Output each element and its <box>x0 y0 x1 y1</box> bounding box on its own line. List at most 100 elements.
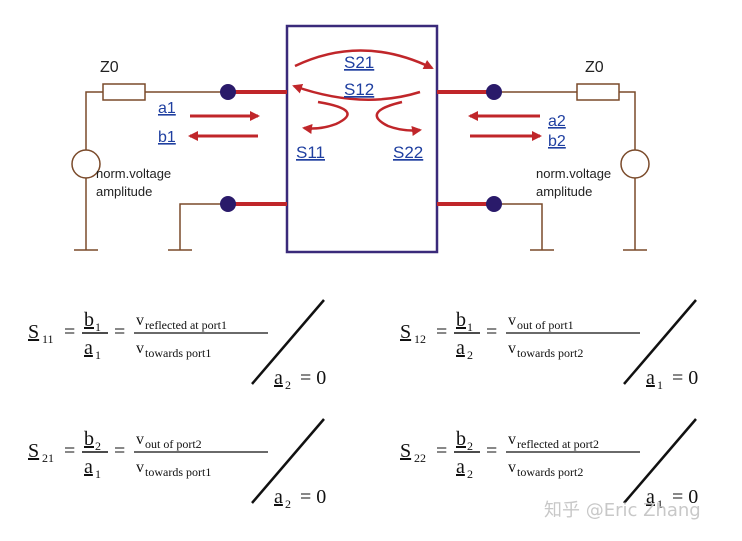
equation-condition-value: = 0 <box>300 367 326 389</box>
equation-voltage-numerator: v <box>136 312 144 329</box>
equation-voltage-denominator-subscript: towards port1 <box>145 346 211 360</box>
equation-equals-1: = <box>436 321 447 343</box>
left-port-bottom-terminal <box>220 196 236 212</box>
equation-voltage-denominator-subscript: towards port1 <box>145 465 211 479</box>
equation-evaluation-slash <box>623 299 697 385</box>
right-top-wire <box>619 91 636 150</box>
s12-transfer-arrow <box>292 83 421 101</box>
left-source-label-line2: amplitude <box>96 184 152 199</box>
equation-voltage-denominator-subscript: towards port2 <box>517 346 583 360</box>
equation-equals-1: = <box>64 321 75 343</box>
equation-numerator: b <box>456 428 466 450</box>
equation-equals-2: = <box>114 440 125 462</box>
equation-denominator: a <box>456 456 465 478</box>
left-top-wire <box>85 91 103 150</box>
equation-voltage-denominator: v <box>508 340 516 357</box>
equation-equals-2: = <box>486 440 497 462</box>
equation-denominator: a <box>84 456 93 478</box>
equation-condition-variable: a <box>646 367 655 389</box>
equation-condition-value: = 0 <box>300 486 326 508</box>
equation-lhs-symbol: S <box>400 440 411 462</box>
right-impedance-label: Z0 <box>585 59 604 76</box>
equation-voltage-numerator-subscript: out of port1 <box>517 318 574 332</box>
equation-voltage-denominator: v <box>136 340 144 357</box>
left-port-top-terminal <box>220 84 236 100</box>
right-ground-lower-wire <box>494 203 543 250</box>
right-port-lines <box>437 84 502 212</box>
equation-condition-value: = 0 <box>672 486 698 508</box>
equation-voltage-numerator-subscript: reflected at port1 <box>145 318 227 332</box>
s11-label: S11 <box>296 143 325 162</box>
wave-arrows <box>188 111 542 141</box>
left-impedance-label: Z0 <box>100 59 119 76</box>
equation-numerator: b <box>84 309 94 331</box>
a1-label: a1 <box>158 100 176 117</box>
equation-equals-1: = <box>64 440 75 462</box>
equation-lhs-subscript: 12 <box>414 332 426 346</box>
equation-voltage-denominator: v <box>508 459 516 476</box>
circuit: Z0 Z0 a1 b1 a2 b2 S21 S12 S11 S22 norm.v… <box>71 24 650 254</box>
equation-evaluation-slash <box>623 418 697 504</box>
s-parameter-arrows <box>292 49 434 136</box>
right-port-bottom-terminal <box>486 196 502 212</box>
equation-lhs-subscript: 22 <box>414 451 426 465</box>
right-port-top-terminal <box>486 84 502 100</box>
equation-denominator-subscript: 1 <box>95 467 101 481</box>
b1-label: b1 <box>158 129 176 146</box>
left-port-circuit <box>71 83 228 251</box>
equation-condition-value: = 0 <box>672 367 698 389</box>
equation-denominator-subscript: 2 <box>467 348 473 362</box>
equation-denominator-subscript: 2 <box>467 467 473 481</box>
equation-numerator-subscript: 2 <box>95 439 101 453</box>
equation-condition-subscript: 1 <box>657 378 663 392</box>
right-source-label-line1: norm.voltage <box>536 166 611 181</box>
equation-evaluation-slash <box>251 418 325 504</box>
equation-denominator: a <box>84 337 93 359</box>
equation-lhs-subscript: 21 <box>42 451 54 465</box>
equation-numerator: b <box>84 428 94 450</box>
right-port-circuit <box>494 83 650 251</box>
s22-reflection-arrow <box>375 100 422 136</box>
equation-voltage-numerator: v <box>136 431 144 448</box>
equation-voltage-numerator: v <box>508 312 516 329</box>
equation-lhs-subscript: 11 <box>42 332 54 346</box>
right-impedance-resistor <box>576 83 620 101</box>
equation-numerator-subscript: 1 <box>467 320 473 334</box>
equation-voltage-numerator-subscript: out of port2 <box>145 437 202 451</box>
two-port-box <box>285 24 439 254</box>
equation-lhs-symbol: S <box>400 321 411 343</box>
equation-voltage-numerator-subscript: reflected at port2 <box>517 437 599 451</box>
left-ground-lower-wire <box>179 203 228 250</box>
equation-voltage-denominator: v <box>136 459 144 476</box>
equation-evaluation-slash <box>251 299 325 385</box>
equation-equals-2: = <box>486 321 497 343</box>
left-impedance-resistor <box>102 83 146 101</box>
equation-numerator-subscript: 2 <box>467 439 473 453</box>
equation-voltage-denominator-subscript: towards port2 <box>517 465 583 479</box>
watermark: 知乎 @Eric Zhang <box>544 500 701 521</box>
equation-condition-subscript: 1 <box>657 497 663 511</box>
s21-transfer-arrow <box>294 49 434 70</box>
equation-numerator: b <box>456 309 466 331</box>
right-source-label-line2: amplitude <box>536 184 592 199</box>
equation-voltage-numerator: v <box>508 431 516 448</box>
equation-equals-1: = <box>436 440 447 462</box>
equation-condition-variable: a <box>274 367 283 389</box>
s11-reflection-arrow <box>302 100 349 134</box>
right-voltage-source <box>620 149 650 179</box>
equation-lhs-symbol: S <box>28 440 39 462</box>
left-source-label-line1: norm.voltage <box>96 166 171 181</box>
equation-condition-variable: a <box>274 486 283 508</box>
s21-label: S21 <box>344 53 374 72</box>
equation-numerator-subscript: 1 <box>95 320 101 334</box>
s12-label: S12 <box>344 80 374 99</box>
b2-label: b2 <box>548 133 566 150</box>
a2-label: a2 <box>548 113 566 130</box>
equation-condition-subscript: 2 <box>285 378 291 392</box>
equation-denominator: a <box>456 337 465 359</box>
